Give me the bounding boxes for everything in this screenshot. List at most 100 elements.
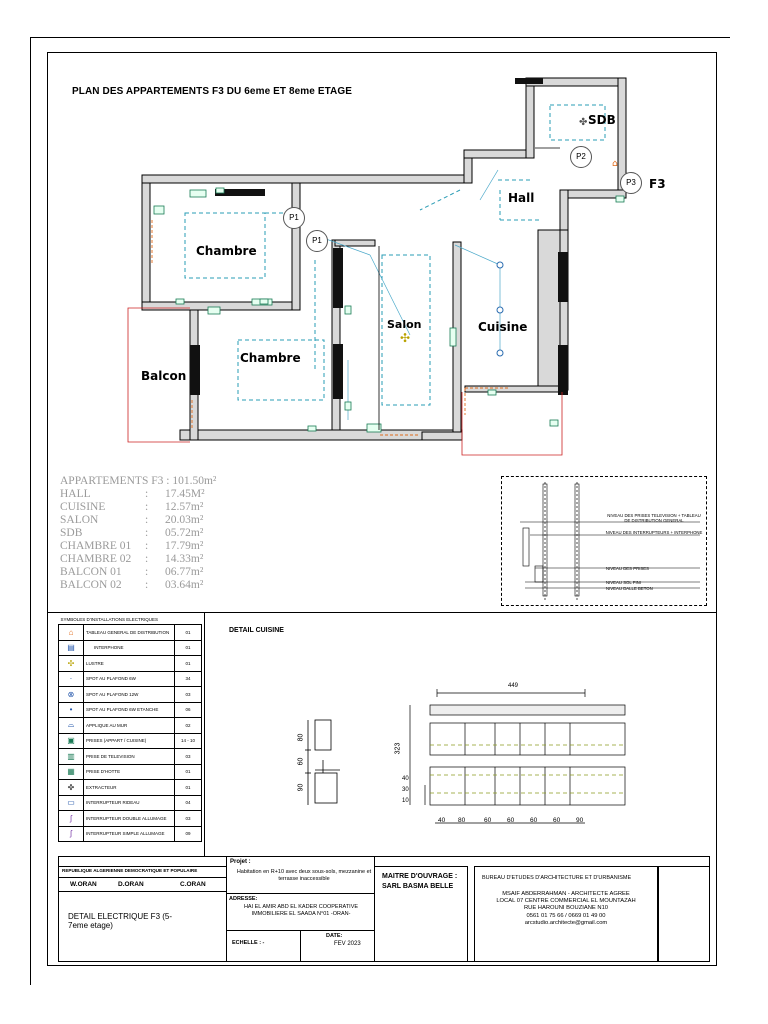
legend-header-row: SYMBOLES D'INSTALLATIONS ELECTRIQUES	[58, 614, 202, 625]
side-dim-2a: 40	[402, 776, 409, 782]
level-label-socket: NIVEAU DES PRISES	[606, 566, 649, 571]
area-row: CUISINE:12.57m²	[60, 501, 204, 513]
level-label-floor: NIVEAU SOL FINI	[606, 580, 641, 585]
chandelier-icon: ✣	[58, 655, 84, 672]
bureau-name: BUREAU D'ETUDES D'ARCHITECTURE ET D'URBA…	[482, 875, 632, 881]
wall-west-chambre1	[141, 174, 151, 311]
area-row: SALON:20.03m²	[60, 514, 204, 526]
adresse-text: HAI EL AMIR ABD EL KADER COOPERATIVE IMM…	[243, 904, 359, 917]
side-dim-2: 60	[297, 757, 305, 766]
plan-title: PLAN DES APPARTEMENTS F3 DU 6eme ET 8eme…	[72, 86, 353, 97]
side-dim-2c: 10	[402, 798, 409, 804]
wall-light-icon: ⌓	[58, 717, 84, 734]
tb-cell-maitre	[374, 866, 468, 962]
drawing-frame	[47, 52, 717, 966]
bureau-info: MSAIF ABDERRAHMAN - ARCHITECTE AGREE LOC…	[478, 891, 654, 927]
intercom-icon: ▤	[58, 639, 84, 656]
tb-cell-bureau	[474, 866, 658, 962]
tb-divider	[300, 930, 301, 962]
d-oran: D.ORAN	[118, 881, 144, 888]
level-label-switch: NIVEAU DES INTERRUPTEURS + INTERPHONE	[605, 530, 703, 535]
wall-south	[179, 429, 463, 441]
level-detail-drawing	[520, 482, 700, 600]
republic-label: REPUBLIQUE ALGERIENNE DEMOCRATIQUE ET PO…	[62, 868, 198, 873]
tb-line	[58, 891, 226, 892]
apartment-tag: F3	[649, 177, 666, 191]
bureau-phone: 0561 01 75 66 / 0669 01 49 00	[526, 912, 606, 919]
area-summary: APPARTEMENTS F3 : 101.50m² HALL:17.45M² …	[60, 475, 245, 592]
tv-socket-icon: ▥	[58, 748, 84, 765]
point-p3: P3	[620, 172, 642, 194]
kitchen-detail-title: DETAIL CUISINE	[229, 627, 284, 634]
legend-table: SYMBOLES D'INSTALLATIONS ELECTRIQUES ⌂TA…	[58, 614, 202, 842]
chandelier-icon: ✣	[400, 331, 410, 345]
point-p1-a: P1	[283, 207, 305, 229]
double-switch-icon: ʃ	[58, 810, 84, 827]
wall-north	[141, 174, 473, 184]
level-detail-box	[501, 476, 707, 606]
bottom-dim: 90	[576, 817, 584, 824]
w-oran: W.ORAN	[70, 881, 97, 888]
area-row: SDB:05.72m²	[60, 527, 204, 539]
projet-text: Habitation en R+10 avec deux sous-sols, …	[236, 869, 372, 882]
extractor-icon: ✤	[579, 117, 587, 128]
separator	[204, 612, 205, 856]
point-p1-b: P1	[306, 230, 328, 252]
tb-cell-logo	[658, 866, 710, 962]
area-row: CHAMBRE 01:17.79m²	[60, 540, 204, 552]
drawing-title: DETAIL ELECTRIQUE F3 (5-7eme etage)	[68, 912, 173, 930]
projet-label: Projet :	[230, 859, 251, 865]
area-row: CHAMBRE 02:14.33m²	[60, 553, 204, 565]
bottom-dim: 80	[458, 817, 466, 824]
area-row: BALCON 01:06.77m²	[60, 566, 204, 578]
area-row: BALCON 02:03.64m²	[60, 579, 204, 591]
spot-icon: ·	[58, 670, 84, 687]
spot-waterproof-icon: •	[58, 701, 84, 718]
tb-divider	[226, 856, 227, 962]
maitre-ouvrage: MAITRE D'OUVRAGE : SARL BASMA BELLE	[382, 873, 458, 890]
sheet-border	[30, 37, 730, 985]
room-label-cuisine: Cuisine	[478, 320, 528, 334]
panel-icon: ⌂	[612, 159, 618, 169]
room-label-sdb: SDB	[588, 113, 616, 127]
socket-icon: ▣	[58, 732, 84, 749]
panel-icon: ⌂	[58, 624, 84, 641]
echelle: ECHELLE : -	[232, 940, 265, 946]
bottom-dim: 60	[507, 817, 515, 824]
room-label-salon: Salon	[387, 318, 422, 331]
room-label-balcon: Balcon	[141, 369, 187, 383]
hood-socket-icon: ▦	[58, 763, 84, 780]
spot-12w-icon: ⊗	[58, 686, 84, 703]
bottom-dim: 60	[553, 817, 561, 824]
date-value: FEV 2023	[334, 941, 361, 947]
c-oran: C.ORAN	[180, 881, 206, 888]
side-dim-3: 90	[297, 783, 305, 792]
level-label-tv: NIVEAU DES PRISES TELEVISION + TABLEAU D…	[607, 513, 701, 523]
area-row: HALL:17.45M²	[60, 488, 205, 500]
bottom-dim: 60	[530, 817, 538, 824]
adresse-label: ADRESSE:	[229, 896, 258, 902]
date-label: DATE:	[326, 933, 343, 939]
bottom-dim: 40	[438, 817, 446, 824]
legend-row: ▣PRISES (APPART / CUISINE)14 - 10	[58, 732, 202, 749]
kitchen-elevation	[409, 689, 626, 824]
kitchen-total-width: 449	[508, 683, 519, 689]
kitchen-side-section	[305, 719, 340, 805]
bureau-email: arcstudio.architecte@gmail.com	[524, 919, 608, 926]
bureau-local: LOCAL 07 CENTRE COMMERCIAL EL MOUNTAZAH	[496, 898, 636, 905]
point-p2: P2	[570, 146, 592, 168]
tb-line	[226, 893, 374, 894]
bottom-dim: 60	[484, 817, 492, 824]
single-switch-icon: ʃ	[58, 825, 84, 842]
